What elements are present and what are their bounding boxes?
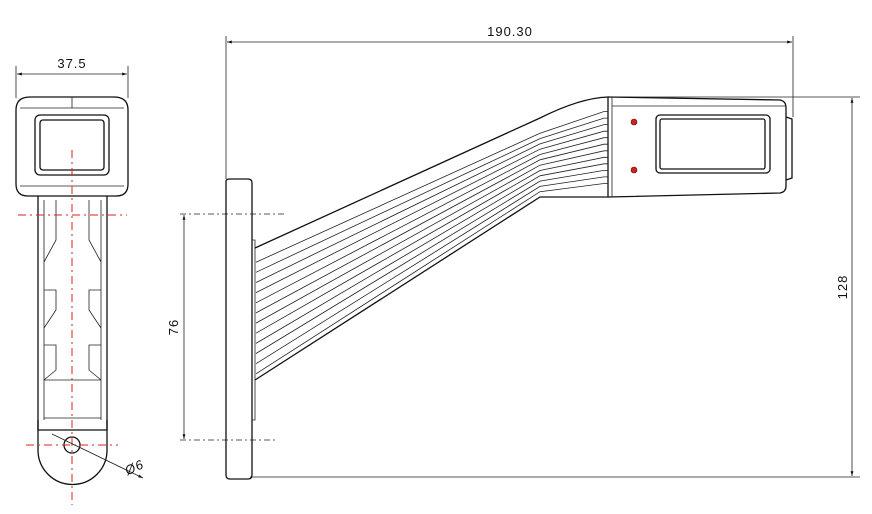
arm-rib — [255, 137, 608, 304]
hole-leader-line — [51, 433, 144, 479]
front-view: 37.5 Ø6 — [15, 56, 147, 505]
side-lens-inner — [659, 118, 766, 170]
marker-dot — [630, 166, 638, 174]
height-dimension-label: 128 — [835, 275, 850, 300]
arm-rib — [255, 163, 608, 344]
side-lens-outer — [655, 114, 771, 174]
stem-rounded-end — [37, 420, 108, 486]
arm-ribs — [255, 111, 608, 375]
arm-rib — [255, 176, 608, 365]
hole-diameter-label: Ø6 — [122, 456, 147, 478]
arm-rib — [255, 143, 608, 314]
length-dimension-label: 190.30 — [487, 24, 533, 39]
stem-front — [37, 196, 108, 431]
lens-outer — [34, 114, 110, 176]
arm-rib — [255, 130, 608, 293]
arm-rib — [255, 124, 608, 283]
arm-rib — [255, 111, 608, 263]
side-view: 190.30 128 76 — [166, 24, 860, 480]
lamp-head-side — [607, 96, 787, 198]
mount-spacing-label: 76 — [166, 319, 181, 335]
head-end-cap — [785, 116, 793, 181]
arm-rib — [255, 156, 608, 334]
width-dimension-label: 37.5 — [57, 56, 86, 71]
marker-dot — [630, 118, 638, 126]
base-plate — [225, 178, 253, 480]
arm-rib — [255, 170, 608, 354]
arm-rib — [255, 183, 608, 375]
arm-rib — [255, 150, 608, 324]
arm-outline — [254, 96, 609, 381]
lamp-head-front — [15, 96, 129, 197]
arm-rib — [255, 117, 608, 273]
